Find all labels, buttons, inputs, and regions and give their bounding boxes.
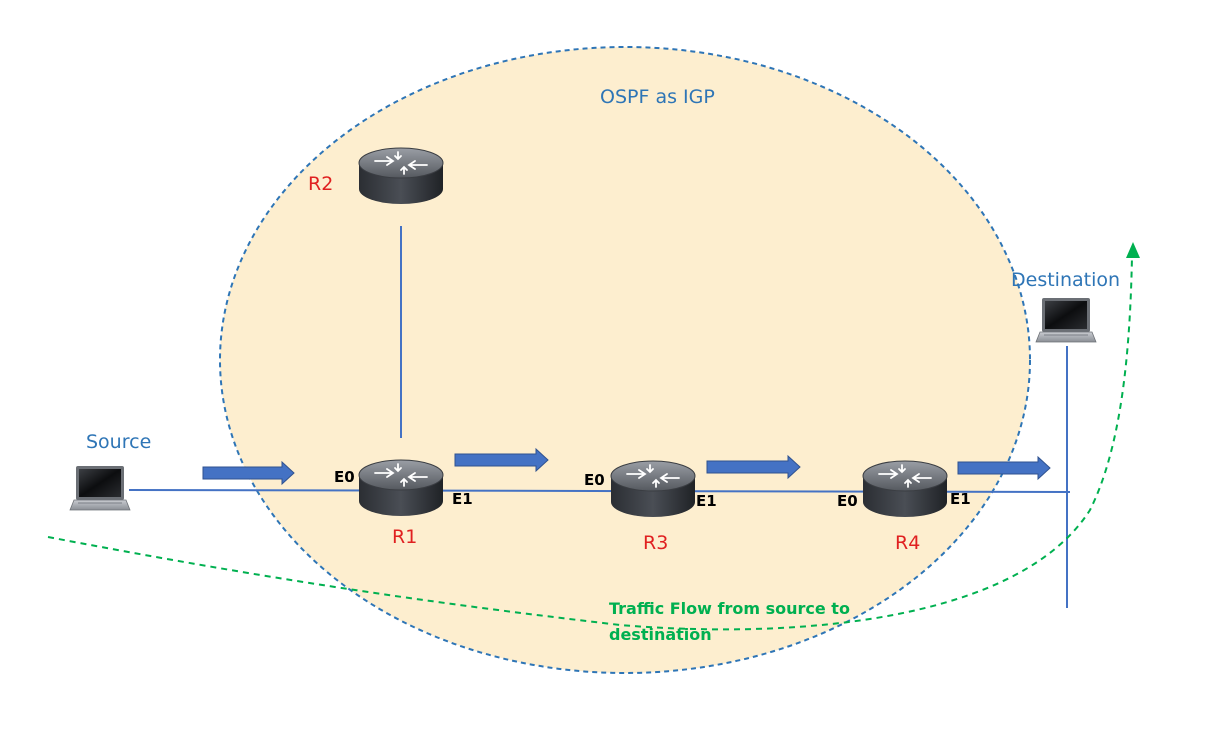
traffic-flow-arrowhead (1126, 242, 1140, 258)
router-label-r3: R3 (643, 532, 668, 554)
laptop-icon (1035, 297, 1097, 343)
router-label-r1: R1 (392, 526, 417, 548)
traffic-flow-path (47, 255, 1133, 631)
destination-label: Destination (1011, 269, 1120, 291)
r4-e0-label: E0 (837, 492, 858, 510)
router-icon (610, 460, 696, 518)
ospf-area (219, 46, 1031, 674)
source-label: Source (86, 431, 151, 453)
router-icon (862, 460, 948, 518)
direction-arrow-icon (454, 447, 549, 473)
traffic-flow-label-line1: Traffic Flow from source to (609, 599, 850, 618)
laptop-icon (69, 465, 131, 511)
r4-e1-label: E1 (950, 490, 971, 508)
r3-e1-label: E1 (696, 492, 717, 510)
router-label-r4: R4 (895, 532, 920, 554)
router-label-r2: R2 (308, 173, 333, 195)
router-icon (358, 147, 444, 205)
r3-e0-label: E0 (584, 471, 605, 489)
router-icon (358, 459, 444, 517)
area-title: OSPF as IGP (600, 86, 715, 108)
traffic-flow-label-line2: destination (609, 625, 712, 644)
r1-e0-label: E0 (334, 468, 355, 486)
direction-arrow-icon (706, 454, 801, 480)
r1-e1-label: E1 (452, 490, 473, 508)
direction-arrow-icon (957, 455, 1051, 481)
direction-arrow-icon (202, 460, 295, 486)
